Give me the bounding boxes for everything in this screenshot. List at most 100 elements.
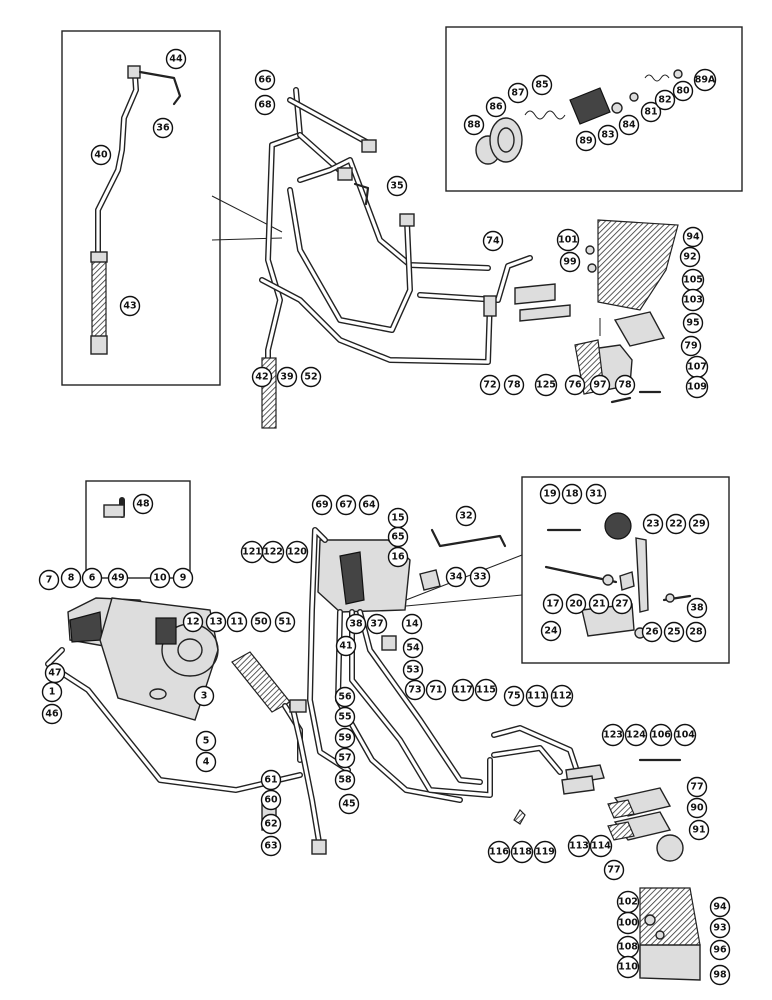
callout-part-55: 55 xyxy=(334,706,356,728)
callout-part-121: 121 xyxy=(240,540,264,564)
callout-label: 27 xyxy=(615,599,628,610)
callout-label: 41 xyxy=(339,641,352,652)
callout-label: 46 xyxy=(45,709,59,720)
callout-part-22: 22 xyxy=(665,513,687,535)
callout-label: 3 xyxy=(201,691,208,702)
coupler-exploded-parts xyxy=(475,69,683,165)
callout-part-19: 19 xyxy=(539,483,561,505)
callout-label: 73 xyxy=(408,685,421,696)
callout-part-36: 36 xyxy=(152,117,174,139)
callout-label: 93 xyxy=(713,923,726,934)
callout-part-79: 79 xyxy=(680,335,702,357)
callout-label: 60 xyxy=(264,795,278,806)
callout-label: 40 xyxy=(94,150,108,161)
callout-part-16: 16 xyxy=(387,546,409,568)
callout-label: 75 xyxy=(507,691,520,702)
callout-part-48: 48 xyxy=(132,493,154,515)
callout-part-47: 47 xyxy=(44,662,66,684)
callout-label: 118 xyxy=(512,847,532,858)
callout-label: 91 xyxy=(692,825,705,836)
callout-label: 98 xyxy=(713,970,727,981)
callout-part-14: 14 xyxy=(401,613,423,635)
callout-part-75: 75 xyxy=(503,685,525,707)
callout-part-118: 118 xyxy=(510,840,534,864)
callout-part-101: 101 xyxy=(556,228,580,252)
callout-label: 116 xyxy=(489,847,509,858)
callout-label: 11 xyxy=(230,617,243,628)
callout-part-59: 59 xyxy=(334,727,356,749)
callout-part-97: 97 xyxy=(589,374,611,396)
callout-part-68: 68 xyxy=(254,94,276,116)
callout-part-35: 35 xyxy=(386,175,408,197)
callout-part-34: 34 xyxy=(445,566,467,588)
callout-label: 79 xyxy=(684,341,697,352)
callout-label: 4 xyxy=(203,757,210,768)
coupler-assembly-lower xyxy=(607,758,701,981)
callout-label: 84 xyxy=(622,120,636,131)
tube-bundle-upper xyxy=(259,87,571,429)
callout-label: 16 xyxy=(391,552,405,563)
callout-part-54: 54 xyxy=(402,637,424,659)
callout-part-61: 61 xyxy=(260,769,282,791)
callout-part-123: 123 xyxy=(601,723,625,747)
callout-part-93: 93 xyxy=(709,917,731,939)
callout-label: 63 xyxy=(264,841,277,852)
callout-part-60: 60 xyxy=(260,789,282,811)
callout-part-42: 42 xyxy=(251,366,273,388)
callout-part-39: 39 xyxy=(276,366,298,388)
callout-part-91: 91 xyxy=(688,819,710,841)
callout-label: 97 xyxy=(593,380,606,391)
callout-label: 67 xyxy=(339,500,352,511)
callout-label: 112 xyxy=(552,691,572,702)
callout-part-1: 1 xyxy=(41,681,63,703)
callout-label: 104 xyxy=(675,730,695,741)
callout-label: 89A xyxy=(695,75,716,86)
callout-part-20: 20 xyxy=(565,593,587,615)
callout-part-43: 43 xyxy=(119,295,141,317)
callout-label: 94 xyxy=(713,902,727,913)
callout-label: 37 xyxy=(370,619,383,630)
callout-label: 44 xyxy=(169,54,183,65)
callout-label: 119 xyxy=(535,847,555,858)
callout-part-114: 114 xyxy=(589,834,613,858)
callout-label: 17 xyxy=(546,599,559,610)
callout-part-78: 78 xyxy=(503,374,525,396)
callout-label: 62 xyxy=(264,819,277,830)
callout-part-124: 124 xyxy=(624,723,648,747)
callout-part-37: 37 xyxy=(366,613,388,635)
callout-label: 45 xyxy=(342,799,355,810)
callout-label: 100 xyxy=(618,918,638,929)
callout-label: 55 xyxy=(338,712,351,723)
callout-part-73: 73 xyxy=(404,679,426,701)
callout-part-52: 52 xyxy=(300,366,322,388)
callout-part-18: 18 xyxy=(561,483,583,505)
callout-part-94: 94 xyxy=(709,896,731,918)
callout-label: 59 xyxy=(338,733,351,744)
callout-label: 105 xyxy=(683,275,703,286)
callout-part-85: 85 xyxy=(531,74,553,96)
callout-label: 86 xyxy=(489,102,503,113)
coupler-assembly-upper xyxy=(574,219,679,404)
callout-part-58: 58 xyxy=(334,769,356,791)
callout-part-5: 5 xyxy=(195,730,217,752)
callout-label: 120 xyxy=(287,547,307,558)
callout-part-12: 12 xyxy=(182,611,204,633)
callout-label: 49 xyxy=(111,573,124,584)
callout-label: 20 xyxy=(569,599,583,610)
callout-part-44: 44 xyxy=(165,48,187,70)
callout-part-15: 15 xyxy=(387,507,409,529)
callout-part-94: 94 xyxy=(682,226,704,248)
callout-label: 92 xyxy=(683,252,696,263)
callout-label: 36 xyxy=(156,123,170,134)
callout-label: 69 xyxy=(315,500,328,511)
callout-label: 9 xyxy=(180,573,187,584)
callout-label: 109 xyxy=(687,382,707,393)
inset-box-pump-fitting xyxy=(85,480,191,579)
callout-label: 61 xyxy=(264,775,277,786)
callout-part-104: 104 xyxy=(673,723,697,747)
callout-label: 33 xyxy=(473,572,486,583)
callout-label: 77 xyxy=(607,865,620,876)
callout-label: 19 xyxy=(543,489,556,500)
callout-label: 68 xyxy=(258,100,272,111)
